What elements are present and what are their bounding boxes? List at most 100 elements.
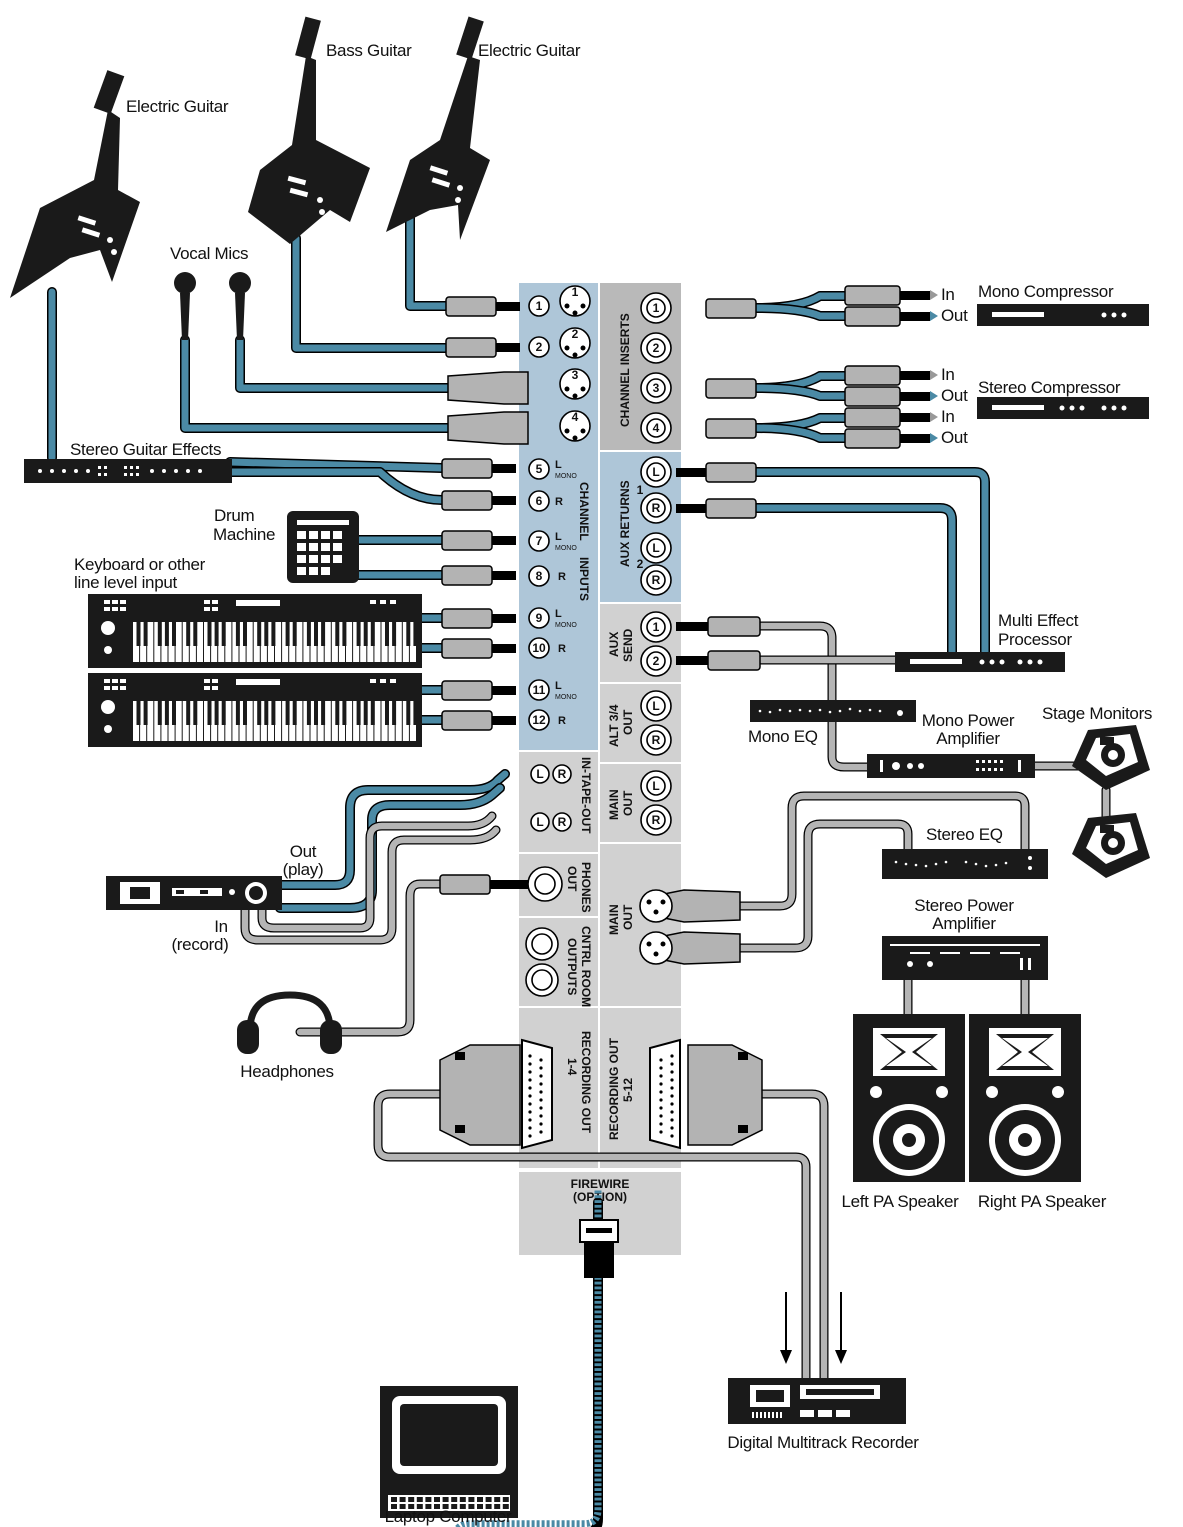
stage-monitor-1-icon [1072,725,1150,790]
svg-text:3: 3 [572,368,579,382]
stereo-compressor-icon [977,397,1149,419]
svg-text:7: 7 [536,534,543,548]
stage-monitor-2-icon [1072,813,1150,878]
svg-text:R: R [652,733,661,747]
electric-guitar-left-label: Electric Guitar [126,97,229,116]
tape-in-l: L [530,764,550,784]
electric-guitar-right-icon [386,16,490,240]
phones-jack [527,866,563,902]
recording-out-b-label-1: RECORDING OUT [607,1037,621,1140]
svg-text:L: L [555,608,562,620]
svg-text:8: 8 [536,569,543,583]
svg-text:L: L [555,680,562,692]
ctrl-room-jack-2 [525,963,559,997]
right-pa-speaker-icon [969,1014,1081,1182]
recording-out-db25-5-12 [649,1038,681,1150]
vocal-mic-1-icon [174,272,196,340]
tape-out-l: L [530,812,550,832]
svg-text:1: 1 [572,285,579,299]
svg-text:2: 2 [653,341,660,355]
keyboard-label-2: line level input [74,573,178,592]
input-plugs [439,285,938,1278]
stereo-compressor-label: Stereo Compressor [978,378,1121,397]
input-jack-3: 3 [559,368,591,400]
tape-out-r: R [552,812,572,832]
recording-out-a-label-2: 1-4 [565,1058,579,1076]
stereo-power-amplifier-icon [882,936,1048,980]
aux-return-1-r: R [640,492,672,524]
svg-text:L: L [652,779,659,793]
svg-text:R: R [652,501,661,515]
main-out-xlr-label-2: OUT [621,904,635,930]
stereo-eq-label: Stereo EQ [926,825,1003,844]
svg-text:R: R [558,767,567,781]
insert-jack-3: 3 [640,372,672,404]
stereo-power-amplifier-label-1: Stereo Power [914,896,1014,915]
headphones-label: Headphones [240,1062,333,1081]
main-out-label-1: MAIN [607,789,621,820]
aux-send-label-2: SEND [621,628,635,662]
svg-text:MONO: MONO [555,545,577,552]
svg-text:L: L [652,465,659,479]
mono-power-amplifier-icon [867,754,1035,778]
mono-eq-label: Mono EQ [748,727,818,746]
ctrl-room-label-1: CNTRL ROOM [579,926,593,1007]
tape-io-label: IN-TAPE-OUT [579,757,593,834]
svg-text:1: 1 [653,301,660,315]
svg-text:R: R [652,573,661,587]
svg-text:R: R [558,715,566,727]
vocal-mics-label: Vocal Mics [170,244,248,263]
svg-text:4: 4 [572,410,579,424]
multi-effect-label-2: Processor [998,630,1072,649]
stereo-comp-out-label-1: Out [941,386,968,405]
laptop-computer-label: Laptop Computer [385,1507,512,1526]
svg-text:5: 5 [536,462,543,476]
keyboard-2-icon [88,673,422,747]
tape-deck-icon [106,876,282,910]
svg-text:3: 3 [653,381,660,395]
left-pa-speaker-icon [853,1014,965,1182]
left-pa-speaker-label: Left PA Speaker [841,1192,959,1211]
svg-text:L: L [652,699,659,713]
headphones-icon [237,991,342,1054]
keyboard-label-1: Keyboard or other [74,555,206,574]
main-out-xlr-l [639,889,673,923]
recording-out-a-label-1: RECORDING OUT [579,1031,593,1134]
alt-out-label-1: ALT 3/4 [607,704,621,747]
stereo-comp-in-label-1: In [941,365,955,384]
main-out-xlr-r [639,931,673,965]
aux-return-2-l: L [640,532,672,564]
svg-text:L: L [652,541,659,555]
mono-compressor-icon [977,304,1149,326]
input-jack-2: 2 2 [528,327,591,359]
aux-send-label-1: AUX [607,632,621,657]
alt-out-label-2: OUT [621,709,635,735]
bass-guitar-icon [248,16,370,244]
mono-eq-icon [750,700,916,722]
svg-text:MONO: MONO [555,694,577,701]
aux-return-1-l: L [640,456,672,488]
svg-text:R: R [558,815,567,829]
svg-text:MONO: MONO [555,622,577,629]
multi-effect-processor-icon [895,652,1065,672]
firewire-label-1: FIREWIRE [571,1177,630,1191]
mono-comp-out-label: Out [941,306,968,325]
digital-multitrack-recorder-label: Digital Multitrack Recorder [727,1433,919,1452]
tape-in-label-2: (record) [171,935,228,954]
insert-jack-1: 1 [640,292,672,324]
main-out-xlr-label-1: MAIN [607,904,621,935]
mono-power-amplifier-label-2: Amplifier [936,729,1000,748]
cables [47,200,1111,1527]
down-arrow-icon-right [835,1292,847,1364]
mono-power-amplifier-label-1: Mono Power [922,711,1015,730]
drum-machine-label-2: Machine [213,525,275,544]
svg-text:10: 10 [532,641,546,655]
svg-text:R: R [558,643,566,655]
bass-guitar-label: Bass Guitar [326,41,412,60]
channel-inserts-label: CHANNEL INSERTS [618,313,632,427]
aux-return-2-r: R [640,564,672,596]
